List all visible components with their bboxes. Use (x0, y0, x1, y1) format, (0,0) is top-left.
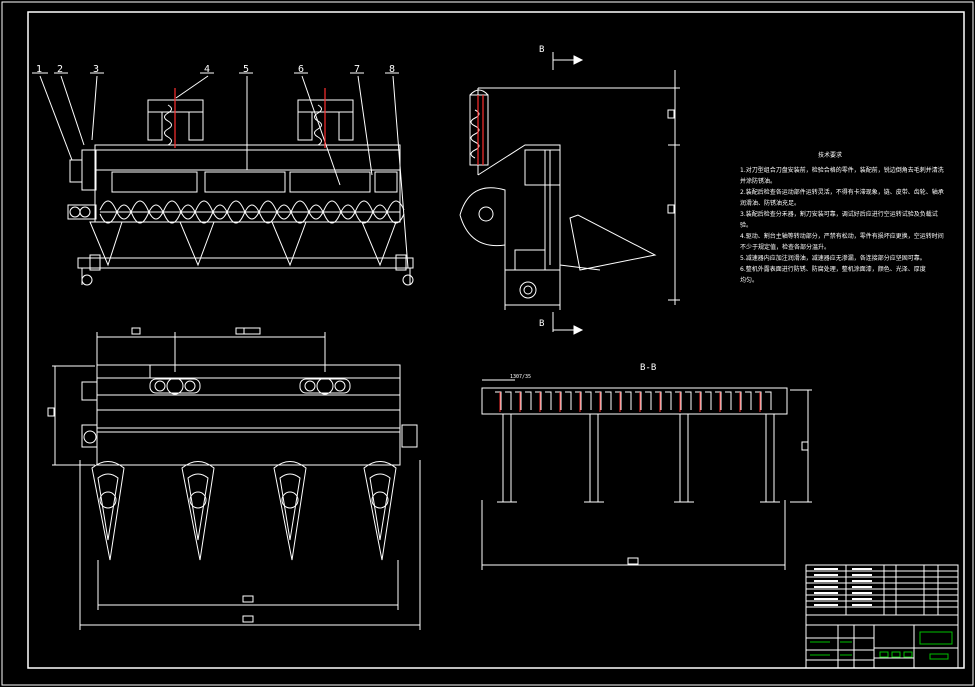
section-title: B-B (640, 363, 656, 373)
balloon-4: 4 (204, 64, 210, 75)
note-line: 并涂防锈油。 (740, 178, 777, 185)
title-block-green (810, 631, 953, 660)
balloon-3: 3 (93, 64, 99, 75)
note-line: 3.装配后检查分禾器，割刀安装可靠，调试好后应进行空运转试验及负载试 (740, 211, 938, 218)
section-labels: B B B-B (539, 45, 656, 373)
note-line: 6.整机外露表面进行防锈、防腐处理，整机涂面漆，颜色、光泽、厚度 (740, 266, 926, 273)
note-line: 润滑油、防锈油充足。 (740, 200, 801, 207)
section-mark-top: B (539, 45, 544, 55)
title-block (805, 564, 959, 669)
front-view (32, 72, 414, 286)
inner-frame (27, 11, 965, 669)
section-teeth (495, 391, 772, 410)
technical-requirements: 技术要求 1.对刀型组合刀盘安装前，检验合格的零件，装配前，锐边倒角去毛刺并清洗… (740, 150, 944, 286)
notes-title: 技术要求 (817, 152, 842, 159)
balloon-7: 7 (354, 64, 360, 75)
balloon-numbers: 1 2 3 4 5 6 7 8 (36, 64, 395, 75)
section-view (481, 379, 812, 570)
section-dimension-label: 1307/35 (510, 374, 531, 380)
balloon-6: 6 (298, 64, 304, 75)
note-line: 2.装配后检查各运动部件运转灵活，不得有卡滞现象，链、皮带、齿轮、轴承 (740, 189, 944, 196)
balloon-2: 2 (57, 64, 63, 75)
note-line: 不少于规定值，检查各部分温升。 (740, 244, 831, 251)
section-mark-bottom: B (539, 319, 544, 329)
note-line: 5.减速器内应加注润滑油，减速器应无渗漏，各连接部分应坚固可靠。 (740, 255, 926, 262)
note-line: 均匀。 (740, 277, 759, 284)
note-line: 1.对刀型组合刀盘安装前，检验合格的零件，装配前，锐边倒角去毛刺并清洗 (740, 167, 944, 174)
balloon-1: 1 (36, 64, 42, 75)
balloon-8: 8 (389, 64, 395, 75)
front-view-accents (174, 88, 326, 148)
side-view (459, 52, 680, 335)
section-accents (499, 392, 761, 412)
side-view-accents (477, 95, 484, 165)
top-view (47, 327, 421, 630)
balloon-5: 5 (243, 64, 249, 75)
note-line: 验。 (740, 222, 753, 229)
note-line: 4.驱动、割台主轴等转动部分，严禁有松动，零件有损坏应更换，空运转时间 (740, 233, 944, 240)
title-block-fills (814, 568, 872, 606)
